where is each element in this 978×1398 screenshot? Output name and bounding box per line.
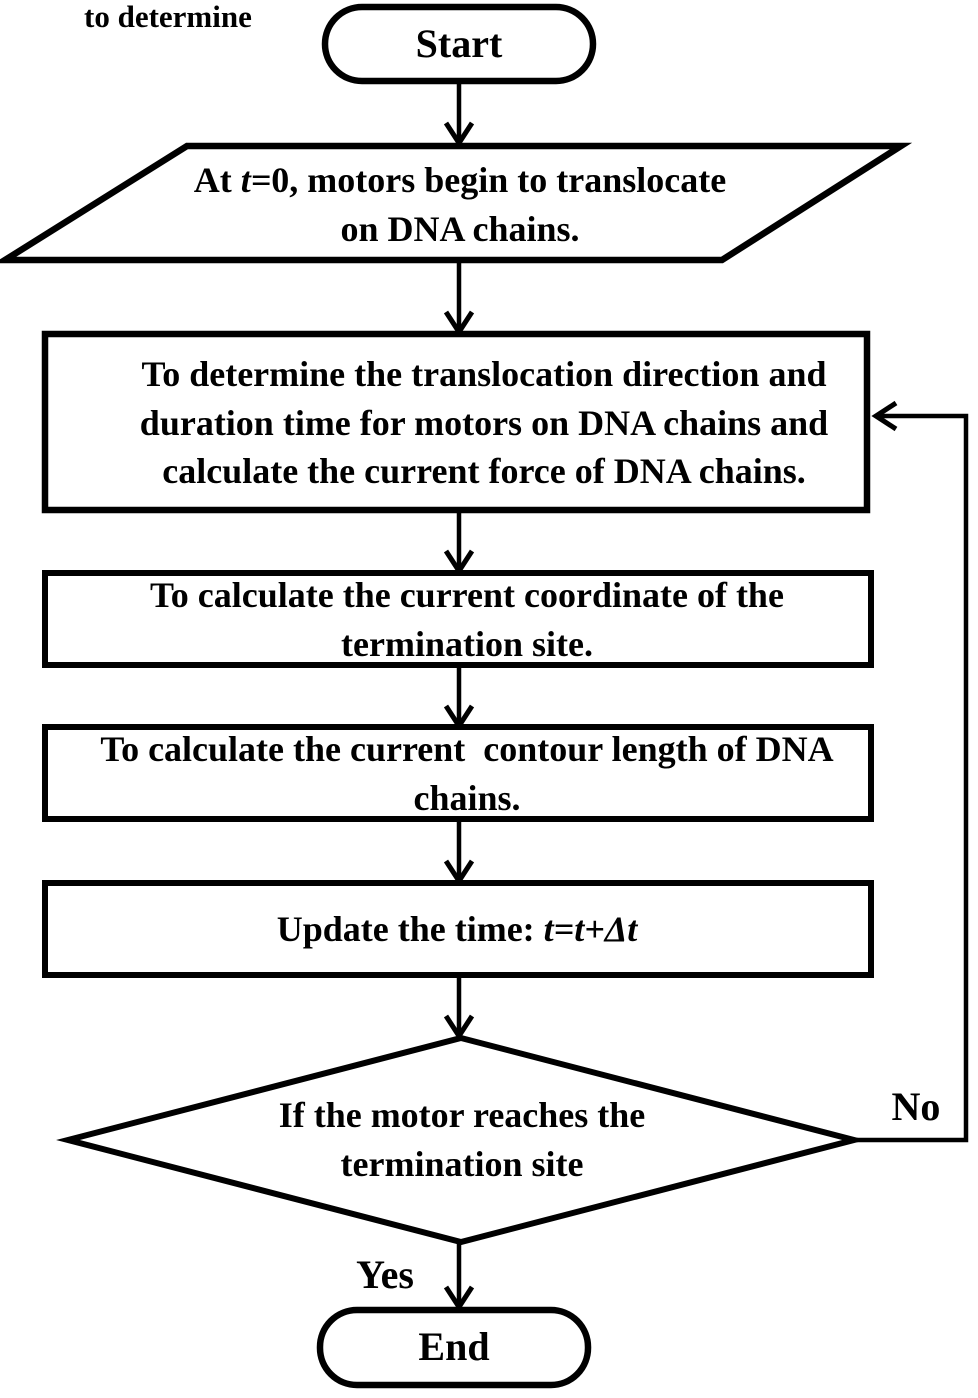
process3-label: To calculate the current contour length … xyxy=(100,729,843,818)
end-label: End xyxy=(418,1323,490,1369)
edge-no-loop xyxy=(854,413,969,1143)
connector-lines xyxy=(456,81,969,1304)
start-node xyxy=(321,3,597,85)
decision-label: If the motor reaches the termination sit… xyxy=(278,1095,646,1184)
yes-branch-label: Yes xyxy=(356,1252,414,1297)
process2-node xyxy=(42,570,874,668)
input-label: At t=0, motors begin to translocate on D… xyxy=(193,160,727,249)
end-node xyxy=(316,1306,592,1389)
start-label: Start xyxy=(415,20,503,66)
process4-node xyxy=(42,880,874,978)
process2-label: To calculate the current coordinate of t… xyxy=(150,575,784,664)
arrowhead-no-loop-into-p1 xyxy=(871,400,898,432)
update-time-label: Update the time: t=t+Δt xyxy=(276,909,638,950)
input-parallelogram-node xyxy=(0,142,913,264)
no-branch-label: No xyxy=(891,1084,941,1129)
stray-text-fragment: to determine xyxy=(84,0,252,34)
process1-label: To determine the translocation direction… xyxy=(139,353,829,492)
process3-node xyxy=(42,724,874,822)
decision-diamond-node xyxy=(56,1034,866,1246)
process1-node xyxy=(41,330,871,514)
